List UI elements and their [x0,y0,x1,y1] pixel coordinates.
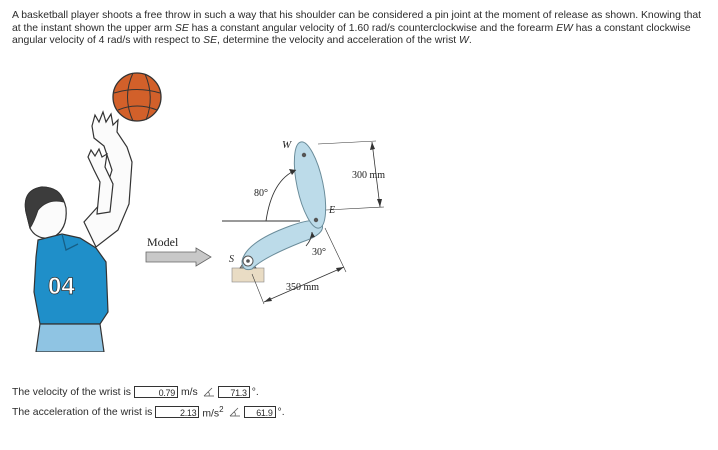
model-arrow-icon [145,247,212,267]
velocity-answer-row: The velocity of the wrist is 0.79 m/s 71… [12,386,259,398]
label-angle-30: 30° [312,247,326,258]
acceleration-unit: m/s2 [202,405,223,419]
jersey-number: 04 [48,273,75,300]
var-w: W [459,35,469,47]
label-s: S [229,254,234,265]
problem-text-4: , determine the velocity and acceleratio… [217,35,460,47]
arm-model-diagram [222,140,385,305]
label-e: E [328,205,335,216]
acceleration-answer-row: The acceleration of the wrist is 2.13 m/… [12,405,285,419]
acceleration-degree-suffix: °. [277,406,285,418]
model-label: Model [147,235,179,249]
velocity-label: The velocity of the wrist is [12,386,131,398]
basketball-icon [112,72,162,122]
problem-text-3: has a constant clockwise angular velocit… [12,22,691,47]
problem-figure: 04 Model [24,72,385,352]
label-350mm: 350 mm [286,282,319,293]
problem-statement: A basketball player shoots a free throw … [12,10,706,48]
velocity-degree-suffix: °. [251,386,259,398]
label-w: W [282,139,292,151]
velocity-unit: m/s [180,386,198,398]
var-ew: EW [556,22,573,34]
problem-text-2: has a constant angular velocity of 1.60 … [188,22,557,34]
acceleration-label: The acceleration of the wrist is [12,406,153,418]
var-se: SE [174,22,189,34]
label-300mm: 300 mm [352,170,385,181]
player-illustration: 04 [24,110,133,352]
velocity-angle-input[interactable]: 71.3 [217,386,250,398]
problem-text-1: A basketball player shoots a free throw … [12,10,702,34]
var-se-2: SE [203,35,218,47]
acceleration-angle-input[interactable]: 61.9 [243,406,276,419]
acceleration-unit-base: m/s [202,408,220,420]
velocity-magnitude-input[interactable]: 0.79 [133,386,178,398]
problem-text-5: . [468,35,472,47]
acceleration-magnitude-input[interactable]: 2.13 [155,406,200,419]
acceleration-unit-exponent: 2 [219,405,224,414]
angle-arrow-icon [229,407,240,417]
label-angle-80: 80° [254,188,268,199]
angle-arrow-icon [203,387,214,397]
